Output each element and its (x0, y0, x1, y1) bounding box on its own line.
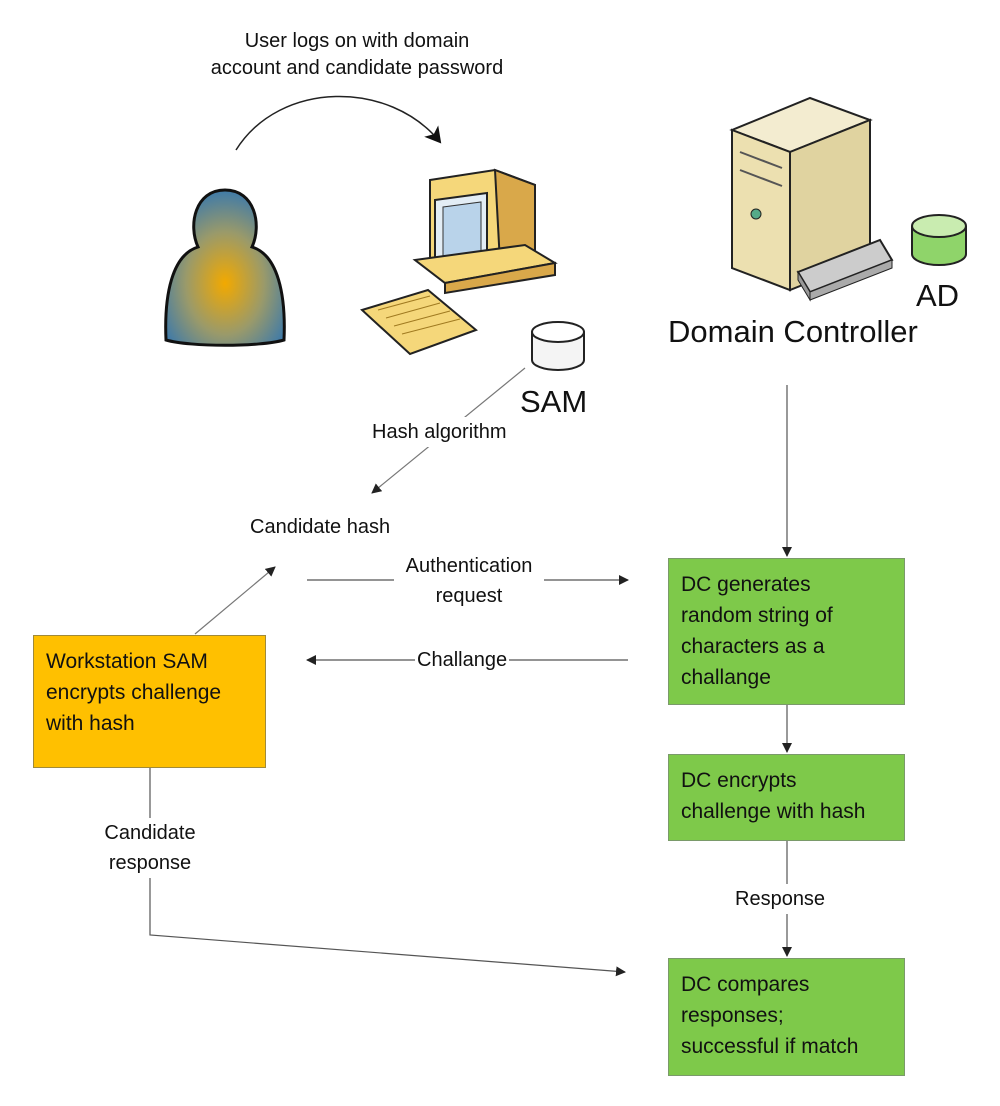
candidate-response-line-1: Candidate (104, 822, 196, 844)
response-label: Response (733, 884, 828, 914)
keyboard-icon (360, 288, 478, 356)
ad-label: AD (916, 278, 960, 313)
candidate-response-line (149, 768, 626, 977)
dc-compares-box: DC compares responses; successful if mat… (668, 958, 905, 1076)
workstation-icon (412, 168, 558, 295)
dc-generates-line-4: challange (681, 666, 771, 689)
dc-compares-line-1: DC compares (681, 973, 810, 996)
dc-generates-line-3: characters as a (681, 635, 825, 658)
sam-label: SAM (520, 384, 588, 419)
hash-algorithm-label: Hash algorithm (370, 417, 509, 447)
dc-generates-line-1: DC generates (681, 573, 811, 596)
candidate-hash-label: Candidate hash (248, 512, 393, 542)
sam-database-icon (531, 321, 585, 371)
challenge-label: Challange (415, 645, 510, 675)
ad-database-icon (911, 214, 967, 266)
auth-request-line-1: Authentication (405, 555, 533, 577)
workstation-box-line-3: with hash (46, 712, 135, 735)
dc-encrypts-line-1: DC encrypts (681, 769, 797, 792)
auth-request-label: Authentication request (394, 551, 544, 611)
workstation-encrypt-box: Workstation SAM encrypts challenge with … (33, 635, 266, 768)
workstation-box-line-2: encrypts challenge (46, 681, 222, 704)
domain-controller-label: Domain Controller (668, 314, 918, 349)
dc-encrypts-line-2: challenge with hash (681, 800, 866, 823)
user-icon (164, 188, 286, 347)
logon-arrow (235, 95, 442, 151)
candidate-hash-line (194, 566, 276, 635)
server-icon (729, 96, 894, 302)
dc-compares-line-3: successful if match (681, 1035, 859, 1058)
dc-generates-line-2: random string of (681, 604, 833, 627)
dc-encrypts-box: DC encrypts challenge with hash (668, 754, 905, 841)
dc-compares-line-2: responses; (681, 1004, 784, 1027)
workstation-box-line-1: Workstation SAM (46, 650, 208, 673)
user-logon-label: User logs on with domain account and can… (192, 28, 522, 82)
auth-request-line-2: request (435, 585, 503, 607)
user-logon-line-2: account and candidate password (210, 57, 504, 79)
candidate-response-line-2: response (108, 852, 192, 874)
dc-generates-box: DC generates random string of characters… (668, 558, 905, 705)
user-logon-line-1: User logs on with domain (244, 30, 470, 52)
candidate-response-label: Candidate response (98, 818, 202, 878)
